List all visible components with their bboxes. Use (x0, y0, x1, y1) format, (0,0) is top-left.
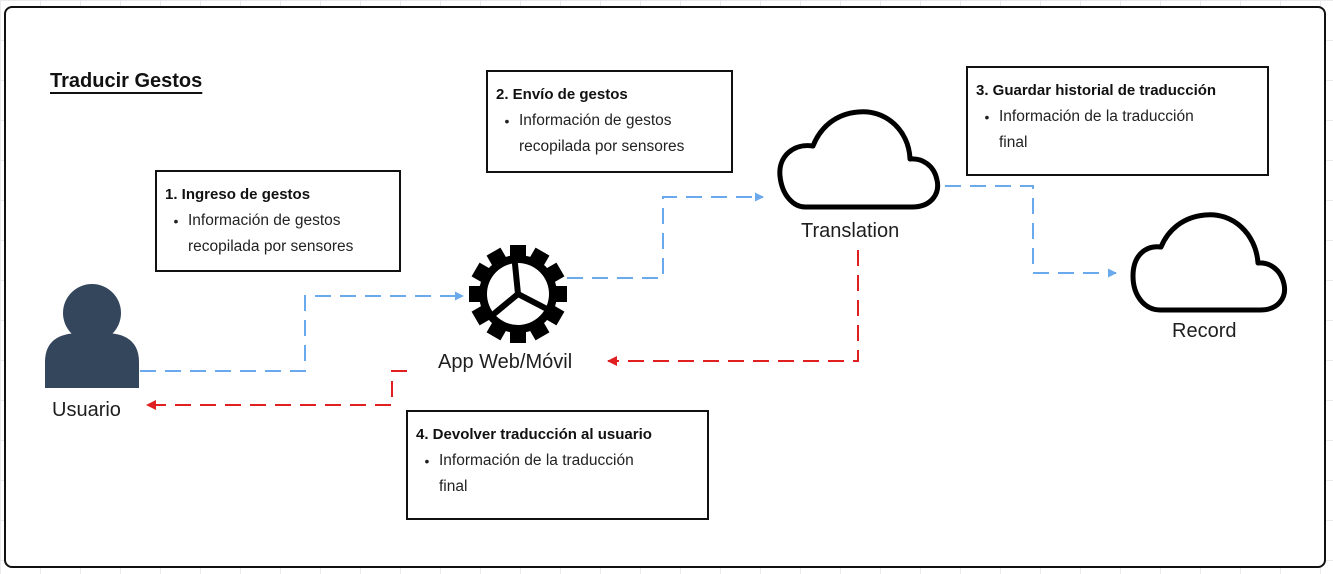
record-label: Record (1172, 320, 1237, 342)
step-bullet-item: • Información de la traducción final (976, 104, 1259, 156)
gear-icon (469, 245, 567, 343)
step-bullet-text: Información de la traducción final (999, 108, 1194, 151)
flow-app-to-user (146, 370, 407, 410)
step-bullet-item: • Información de la traducción final (416, 448, 699, 500)
user-label: Usuario (52, 399, 121, 421)
step-bullet-text: Información de gestos recopilada por sen… (188, 212, 354, 255)
flow-translation-to-app (607, 250, 859, 366)
cloud-icon (777, 109, 941, 210)
flow-translation-to-record (945, 185, 1117, 278)
step-heading: 1. Ingreso de gestos (165, 186, 311, 203)
step-heading: 4. Devolver traducción al usuario (416, 426, 652, 443)
step-bullet-text: Información de gestos recopilada por sen… (519, 112, 685, 155)
step-box-3: 3. Guardar historial de traducción • Inf… (966, 66, 1269, 176)
step-box-4: 4. Devolver traducción al usuario • Info… (406, 410, 709, 520)
step-box-2: 2. Envío de gestos • Información de gest… (486, 70, 733, 173)
bullet-icon: • (984, 109, 990, 125)
app-label: App Web/Móvil (438, 351, 573, 373)
translation-label: Translation (801, 220, 900, 242)
bullet-icon: • (173, 213, 179, 229)
step-heading: 3. Guardar historial de traducción (976, 82, 1217, 99)
step-box-1: 1. Ingreso de gestos • Información de ge… (155, 170, 401, 272)
flow-user-to-app (140, 291, 464, 372)
step-bullet-item: • Información de gestos recopilada por s… (165, 208, 391, 260)
bullet-icon: • (504, 113, 510, 129)
flow-app-to-translation (567, 192, 764, 279)
step-bullet-text: Información de la traducción final (439, 452, 634, 495)
step-heading: 2. Envío de gestos (496, 86, 628, 103)
bullet-icon: • (424, 453, 430, 469)
user-icon (45, 284, 139, 388)
cloud-icon (1130, 212, 1288, 313)
diagram-title: Traducir Gestos (50, 70, 203, 92)
step-bullet-item: • Información de gestos recopilada por s… (496, 108, 723, 160)
